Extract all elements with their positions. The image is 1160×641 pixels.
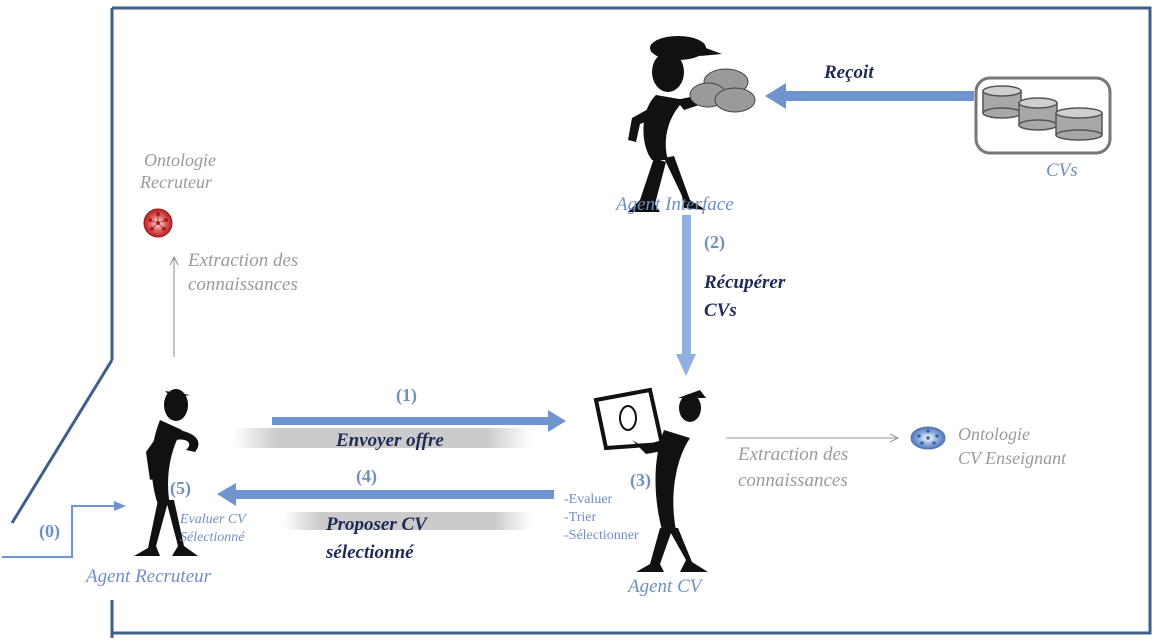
recuperer-arrow: [676, 215, 696, 376]
agent-cv-label: Agent CV: [628, 576, 702, 597]
envoyer-step: (1): [396, 385, 417, 405]
envoyer-label: Envoyer offre: [336, 430, 444, 451]
cv-step: (3): [630, 470, 651, 490]
ontologie-recruteur-line2: Recruteur: [140, 172, 212, 192]
agent-recruteur-figure: [134, 389, 199, 556]
proposer-shadow: [282, 512, 532, 530]
proposer-line2: sélectionné: [326, 542, 414, 563]
proposer-step: (4): [356, 466, 377, 486]
extraction-cv-line2: connaissances: [738, 470, 848, 491]
start-step: (0): [39, 521, 60, 541]
envoyer-arrow: [272, 410, 566, 432]
ontologie-cv-line1: Ontologie: [958, 424, 1030, 444]
extraction-recruteur-arrow: [169, 255, 179, 357]
proposer-arrow: [217, 483, 554, 506]
frame-border: [10, 6, 1152, 638]
cvs-database-icon: [974, 76, 1112, 155]
cv-task-trier: -Trier: [564, 510, 597, 525]
recoit-arrow: [765, 83, 974, 109]
proposer-line1: Proposer CV: [326, 514, 427, 535]
ontologie-cv-icon: [910, 426, 946, 450]
extraction-recruteur-line1: Extraction des: [188, 250, 299, 271]
ontologie-recruteur-line1: Ontologie: [144, 150, 216, 170]
envoyer-shadow: [232, 428, 532, 448]
extraction-cv-arrow: [726, 433, 900, 443]
extraction-cv-line1: Extraction des: [738, 444, 849, 465]
recoit-label: Reçoit: [824, 62, 874, 83]
recuperer-line2: CVs: [704, 300, 737, 321]
agent-interface-figure: [628, 36, 756, 212]
ontologie-recruteur-icon: [143, 208, 173, 238]
agent-recruteur-label: Agent Recruteur: [86, 566, 212, 587]
agent-cv-figure: [593, 387, 708, 572]
recruteur-task-line1: Evaluer CV: [180, 512, 246, 527]
cvs-label: CVs: [1046, 160, 1078, 181]
recuperer-line1: Récupérer: [704, 272, 786, 293]
recuperer-step: (2): [704, 232, 725, 252]
start-arrow: [2, 501, 126, 558]
recruteur-task-line2: Sélectionné: [180, 530, 245, 545]
ontologie-cv-line2: CV Enseignant: [958, 448, 1067, 468]
recruteur-step: (5): [170, 478, 191, 498]
cv-task-selectionner: -Sélectionner: [564, 528, 639, 543]
extraction-recruteur-line2: connaissances: [188, 274, 298, 295]
agent-interface-label: Agent Interface: [616, 194, 734, 215]
cv-task-evaluer: -Evaluer: [564, 492, 613, 507]
